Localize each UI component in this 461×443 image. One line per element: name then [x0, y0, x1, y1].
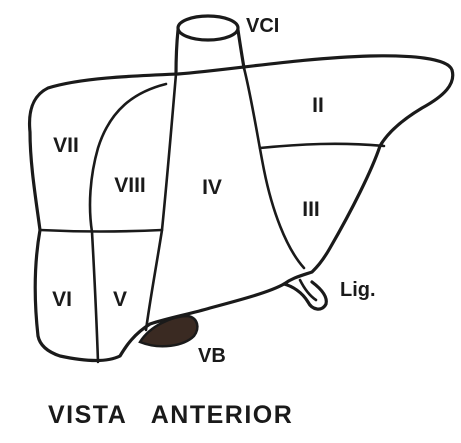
divider-vii-viii — [90, 84, 166, 232]
divider-ii-iii — [260, 144, 384, 148]
segment-label-iii: III — [302, 198, 320, 221]
segment-label-v: V — [113, 288, 127, 311]
divider-upper-lower-right — [40, 230, 162, 232]
vci-label: VCI — [246, 15, 279, 37]
segment-label-iv: IV — [202, 176, 222, 199]
segment-label-vii: VII — [53, 134, 79, 157]
segment-label-viii: VIII — [114, 174, 146, 197]
round-ligament — [284, 282, 326, 309]
liver-outline — [30, 56, 453, 361]
caption-vista-anterior: VISTA ANTERIOR — [48, 401, 293, 429]
segment-label-vi: VI — [52, 288, 72, 311]
segment-label-ii: II — [312, 94, 324, 117]
divider-falciform — [244, 68, 304, 268]
ligament-label: Lig. — [340, 279, 376, 301]
vci-left-wall — [176, 30, 178, 74]
vci-top-ellipse — [178, 16, 238, 40]
gallbladder-label: VB — [198, 345, 226, 367]
divider-iv-viii — [146, 74, 176, 330]
divider-v-vi — [92, 232, 98, 362]
vci-right-wall — [238, 30, 244, 68]
